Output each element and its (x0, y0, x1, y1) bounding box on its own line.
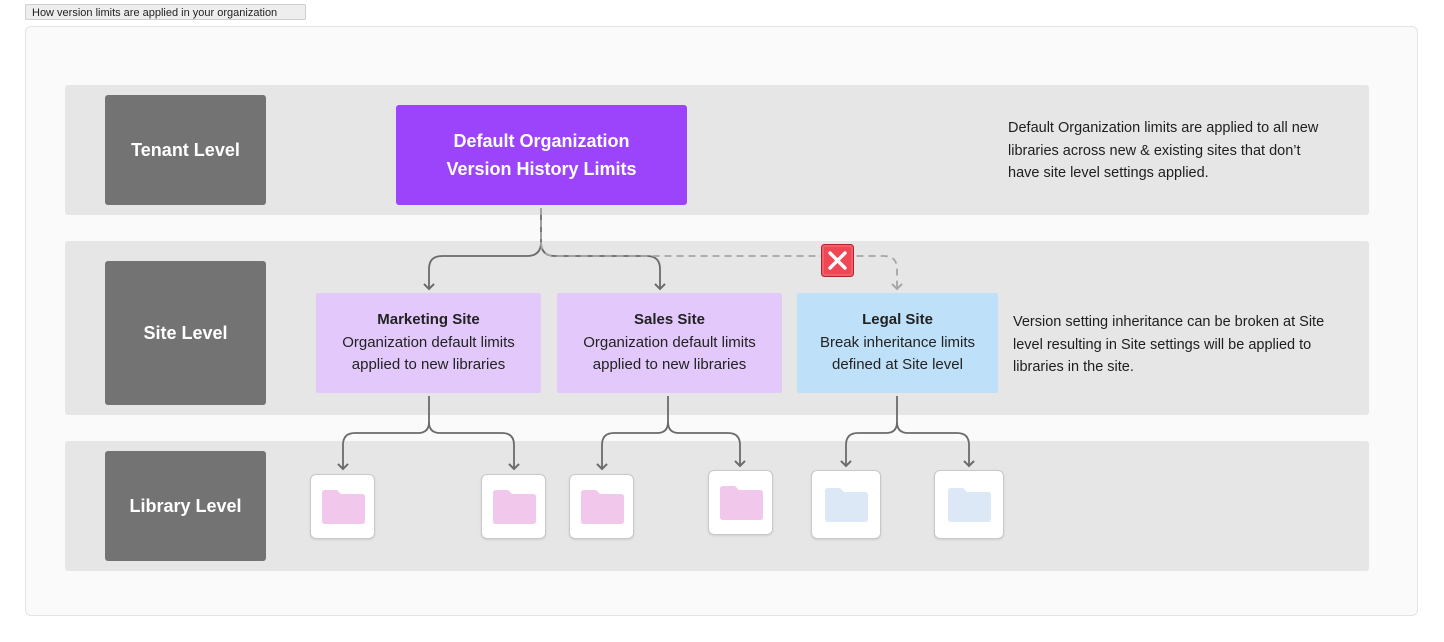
folder-icon (720, 486, 763, 520)
site-description-line: level resulting in Site settings will be… (1013, 336, 1312, 353)
marketing-site-line-2: applied to new libraries (351, 356, 506, 374)
connector-legal-lib-2 (896, 421, 975, 468)
connector-to-sales (540, 241, 666, 291)
legal-site-line-1: Break inheritance limits (819, 333, 976, 351)
legal-site-line-2: defined at Site level (832, 356, 963, 374)
marketing-library-2 (481, 474, 546, 539)
sales-library-1 (569, 474, 634, 539)
connector-marketing-lib-1 (337, 396, 430, 471)
sales-site-line-2: applied to new libraries (592, 356, 747, 374)
connector-legal-lib-1 (840, 396, 898, 468)
folder-icon (322, 490, 365, 524)
folder-icon (581, 490, 624, 524)
sales-site-box: Sales Site Organization default limits a… (557, 293, 782, 393)
blocked-cross-icon (821, 244, 854, 277)
diagram-caption: How version limits are applied in your o… (25, 4, 306, 20)
sales-library-2 (708, 470, 773, 535)
sales-site-line-1: Organization default limits (583, 333, 756, 351)
marketing-site-line-1: Organization default limits (342, 333, 515, 351)
marketing-site-box: Marketing Site Organization default limi… (316, 293, 541, 393)
site-description: Version setting inheritance can be broke… (1013, 311, 1358, 379)
connector-sales-lib-2 (667, 421, 746, 468)
site-level-label: Site Level (105, 261, 266, 405)
site-description-line: Version setting inheritance can be broke… (1013, 314, 1325, 330)
legal-site-name: Legal Site (862, 311, 933, 329)
legal-library-2 (934, 470, 1004, 539)
tenant-level-band (65, 85, 1369, 215)
folder-icon (825, 488, 868, 522)
folder-icon (493, 490, 536, 524)
legal-library-1 (811, 470, 881, 539)
connector-to-marketing (423, 241, 542, 291)
marketing-site-name: Marketing Site (377, 311, 480, 329)
connector-marketing-lib-2 (428, 421, 520, 471)
tenant-description: Default Organization limits are applied … (1008, 117, 1353, 185)
tenant-description-line: have site level settings applied. (1008, 165, 1209, 181)
tenant-level-label: Tenant Level (105, 95, 266, 205)
legal-site-box: Legal Site Break inheritance limits defi… (797, 293, 998, 393)
default-box-line-2: Version History Limits (446, 159, 637, 179)
tenant-description-line: libraries across new & existing sites th… (1008, 142, 1301, 159)
site-description-line: libraries in the site. (1013, 359, 1134, 375)
sales-site-name: Sales Site (634, 311, 705, 329)
default-box-line-1: Default Organization (453, 131, 630, 151)
marketing-library-1 (310, 474, 375, 539)
tenant-description-line: Default Organization limits are applied … (1008, 120, 1319, 136)
default-org-limits-box: Default Organization Version History Lim… (396, 105, 687, 205)
library-level-label: Library Level (105, 451, 266, 561)
connector-blocked-to-legal (540, 241, 903, 291)
folder-icon (948, 488, 991, 522)
connector-sales-lib-1 (596, 396, 669, 471)
